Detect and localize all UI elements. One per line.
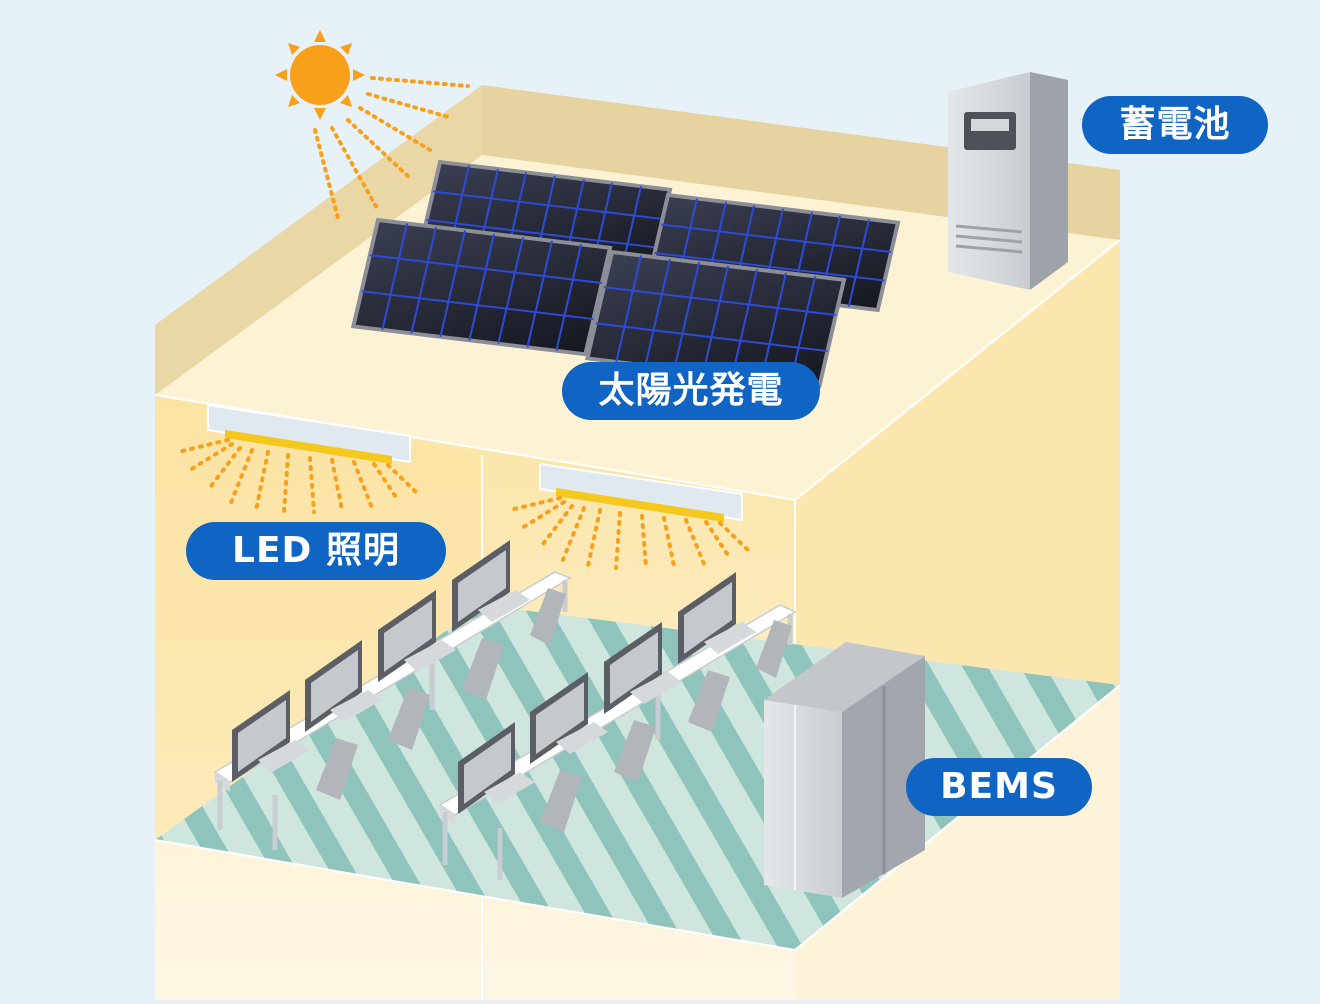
solar-panel <box>350 217 613 357</box>
desk-row <box>438 572 797 880</box>
workstation <box>232 690 358 800</box>
battery-cabinet <box>948 72 1068 290</box>
led-light <box>508 462 752 570</box>
bems-label: BEMS <box>906 758 1092 816</box>
workstation <box>458 722 582 832</box>
workstation <box>604 622 730 732</box>
led-light <box>176 403 420 514</box>
workstation <box>452 540 566 646</box>
desk-row <box>213 540 572 850</box>
workstation <box>378 590 504 700</box>
led-lighting-label: LED 照明 <box>186 522 446 580</box>
solar-power-label: 太陽光発電 <box>562 362 820 420</box>
sun-icon <box>275 30 470 220</box>
solar-panel-array <box>350 159 901 389</box>
workstation <box>678 572 792 678</box>
workstation <box>305 640 430 750</box>
battery-label: 蓄電池 <box>1082 96 1268 154</box>
workstation <box>530 672 656 782</box>
solar-panel <box>584 249 847 389</box>
bems-cabinet <box>764 642 925 898</box>
